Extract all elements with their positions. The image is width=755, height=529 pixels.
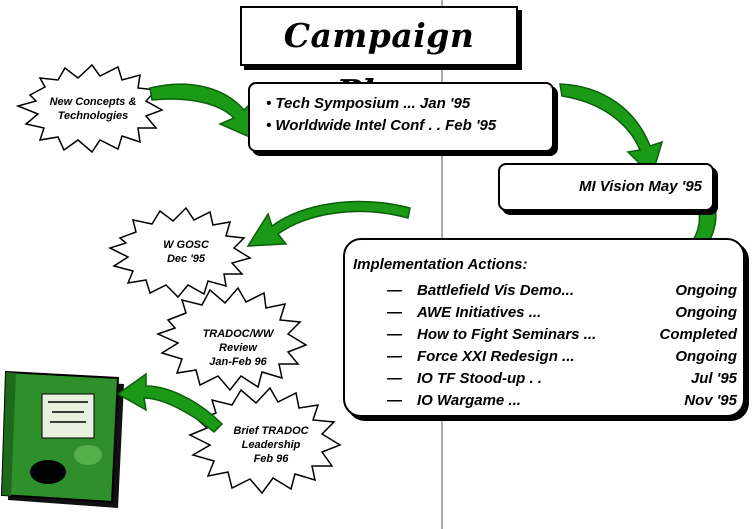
w-gosc-label: W GOSC Dec '95 <box>140 238 232 266</box>
row-label: Battlefield Vis Demo... <box>417 282 574 299</box>
new-concepts-starburst <box>15 63 164 154</box>
book-emblem-highlight <box>74 445 102 465</box>
brief-tradoc-line: Feb 96 <box>253 453 289 465</box>
implementation-row: — How to Fight Seminars ... Completed <box>387 326 737 346</box>
brief-tradoc-line: Brief TRADOC <box>233 425 309 437</box>
row-status: Ongoing <box>675 282 737 299</box>
brief-tradoc-starburst <box>188 386 342 495</box>
implementation-row: — Force XXI Redesign ... Ongoing <box>387 348 737 368</box>
row-label: AWE Initiatives ... <box>417 304 542 321</box>
tradoc-review-line: Jan-Feb 96 <box>209 356 267 368</box>
implementation-row: — AWE Initiatives ... Ongoing <box>387 304 737 324</box>
vision-text: MI Vision May '95 <box>578 178 702 195</box>
row-dash: — <box>387 326 402 343</box>
row-status: Completed <box>659 326 737 343</box>
implementation-box: Implementation Actions: — Battlefield Vi… <box>343 238 745 417</box>
w-gosc-starburst <box>108 206 252 299</box>
brief-tradoc-line: Leadership <box>241 439 301 451</box>
row-label: Force XXI Redesign ... <box>417 348 575 365</box>
arrow-concepts-to-tech <box>149 83 255 140</box>
new-concepts-label: New Concepts & Technologies <box>49 96 137 122</box>
vision-box: MI Vision May '95 <box>498 163 714 211</box>
row-label: IO TF Stood-up . . <box>417 370 542 387</box>
tech-event-item: • Worldwide Intel Conf . . Feb '95 <box>266 117 497 134</box>
tradoc-review-label: TRADOC/WW Review Jan-Feb 96 <box>186 327 290 369</box>
row-dash: — <box>387 304 402 321</box>
title-box: Campaign Plan <box>240 6 518 111</box>
arrow-impl-to-wgosc <box>246 200 411 247</box>
tradoc-review-line: Review <box>219 342 257 354</box>
row-dash: — <box>387 370 402 387</box>
tech-events-box: • Tech Symposium ... Jan '95 • Worldwide… <box>248 82 554 152</box>
row-status: Ongoing <box>675 304 737 321</box>
w-gosc-line: Dec '95 <box>166 253 206 265</box>
brief-tradoc-label: Brief TRADOC Leadership Feb 96 <box>216 424 326 466</box>
row-label: How to Fight Seminars ... <box>417 326 597 343</box>
row-label: IO Wargame ... <box>417 392 521 409</box>
tradoc-review-starburst <box>155 286 308 392</box>
implementation-row: — IO TF Stood-up . . Jul '95 <box>387 370 737 390</box>
row-status: Ongoing <box>675 348 737 365</box>
row-dash: — <box>387 282 402 299</box>
implementation-title: Implementation Actions: <box>353 256 528 273</box>
row-dash: — <box>387 348 402 365</box>
book-label <box>41 393 95 439</box>
tradoc-review-line: TRADOC/WW <box>202 328 274 340</box>
row-status: Nov '95 <box>684 392 737 409</box>
book-spine-shade <box>2 372 16 496</box>
arrow-brief-to-book <box>116 372 224 434</box>
w-gosc-line: W GOSC <box>163 239 209 251</box>
implementation-row: — IO Wargame ... Nov '95 <box>387 392 737 412</box>
row-dash: — <box>387 392 402 409</box>
book-emblem <box>30 460 66 484</box>
row-status: Jul '95 <box>690 370 737 387</box>
tech-event-item: • Tech Symposium ... Jan '95 <box>266 95 471 112</box>
implementation-row: — Battlefield Vis Demo... Ongoing <box>387 282 737 302</box>
